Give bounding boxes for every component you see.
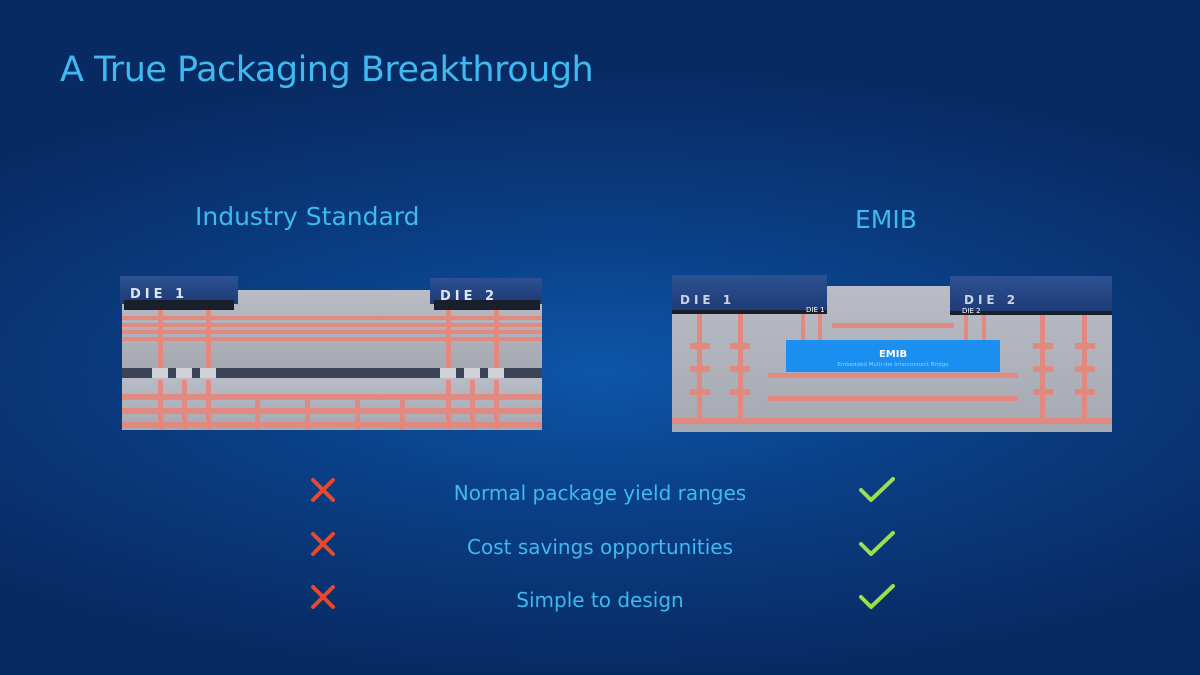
die-2 bbox=[430, 278, 542, 304]
die-1-label: DIE 1 bbox=[680, 293, 735, 307]
traces bbox=[672, 314, 1112, 424]
die-1-small-label: DIE 1 bbox=[806, 306, 825, 314]
die-2-label: DIE 2 bbox=[964, 293, 1019, 307]
cross-icon bbox=[311, 478, 335, 502]
interposer-bump-layer bbox=[122, 368, 542, 380]
comparison-row: Simple to design bbox=[0, 582, 1200, 622]
comparison-label: Cost savings opportunities bbox=[467, 535, 733, 559]
traces bbox=[122, 310, 542, 430]
die-2-small-label: DIE 2 bbox=[962, 307, 981, 315]
cross-icon bbox=[311, 585, 335, 609]
die-2 bbox=[950, 276, 1112, 314]
industry-standard-diagram: DIE 1 DIE 2 bbox=[120, 276, 542, 430]
industry-standard-heading: Industry Standard bbox=[195, 202, 420, 231]
die-1 bbox=[120, 276, 238, 304]
comparison-label: Normal package yield ranges bbox=[453, 481, 747, 505]
die-2-label: DIE 2 bbox=[440, 289, 498, 304]
emib-bridge-subtitle: Embedded Multi-die Interconnect Bridge bbox=[837, 362, 949, 368]
emib-bridge bbox=[786, 340, 1000, 372]
comparison-label: Simple to design bbox=[516, 588, 684, 612]
check-icon bbox=[859, 477, 895, 502]
check-icon bbox=[859, 531, 895, 556]
emib-diagram: EMIB Embedded Multi-die Interconnect Bri… bbox=[672, 275, 1112, 432]
comparison-row: Cost savings opportunities bbox=[0, 529, 1200, 569]
die-1 bbox=[672, 275, 827, 313]
die-1-label: DIE 1 bbox=[130, 287, 188, 302]
emib-bridge-label: EMIB bbox=[879, 349, 907, 360]
cross-icon bbox=[311, 532, 335, 556]
check-icon bbox=[859, 584, 895, 609]
emib-heading: EMIB bbox=[855, 205, 917, 234]
comparison-row: Normal package yield ranges bbox=[0, 475, 1200, 515]
slide-title: A True Packaging Breakthrough bbox=[60, 50, 594, 90]
